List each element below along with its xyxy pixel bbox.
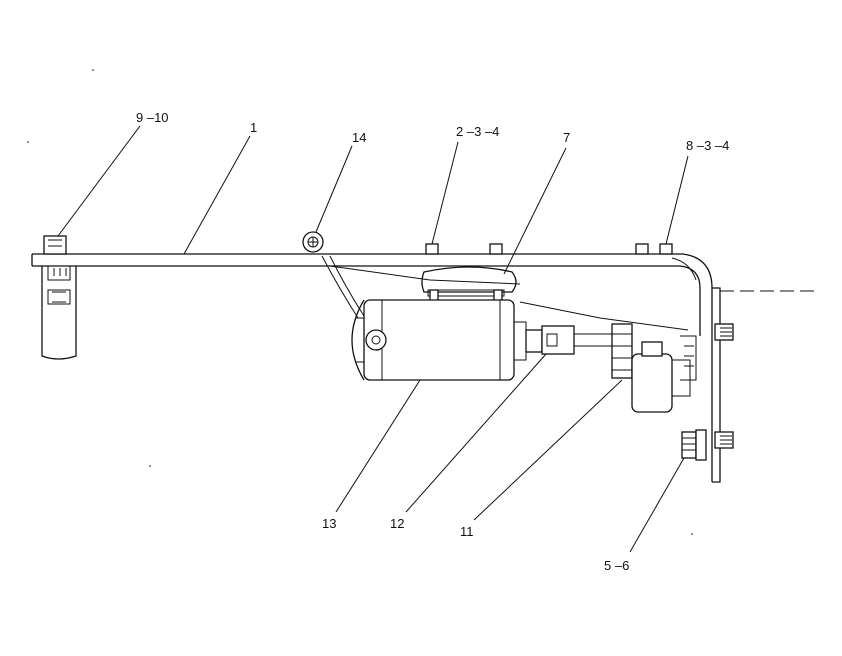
callout-9-10: 9 –10	[136, 110, 169, 125]
motor	[351, 299, 527, 381]
coupling	[525, 325, 614, 355]
left-hanger	[41, 235, 77, 360]
callout-11: 11	[460, 524, 474, 539]
callout-12: 12	[390, 516, 404, 531]
leader-lines	[57, 125, 689, 553]
scan-specks	[27, 69, 693, 535]
bolt-5-6	[681, 429, 707, 461]
callout-14: 14	[352, 130, 366, 145]
callout-2-3-4: 2 –3 –4	[456, 124, 499, 139]
top-bolts	[425, 243, 673, 255]
callout-1: 1	[250, 120, 257, 135]
callout-labels: 9 –10 1 14 2 –3 –4 7 8 –3 –4 13 12 11 5 …	[136, 110, 729, 573]
callout-13: 13	[322, 516, 336, 531]
right-mount-plate	[712, 287, 820, 483]
callout-7: 7	[563, 130, 570, 145]
gear-reducer	[611, 323, 697, 413]
lower-strap	[329, 265, 689, 331]
motor-support	[421, 266, 517, 303]
clamp-screw	[302, 231, 365, 319]
callout-5-6: 5 –6	[604, 558, 629, 573]
callout-8-3-4: 8 –3 –4	[686, 138, 729, 153]
